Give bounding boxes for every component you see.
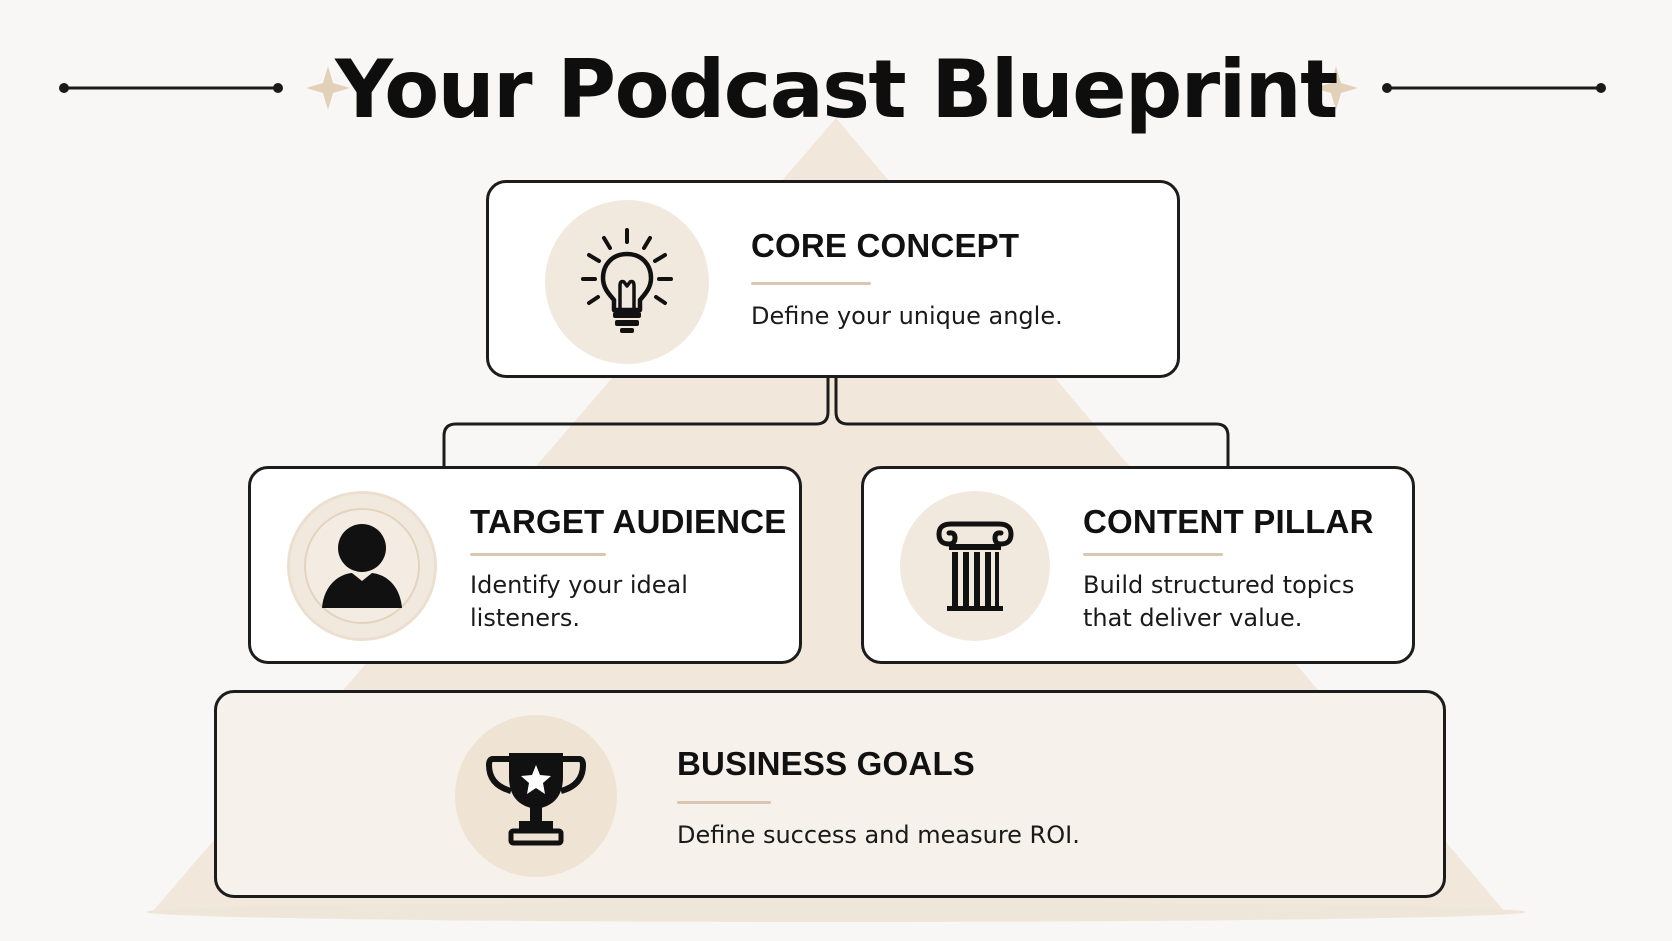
business-goals-card: BUSINESS GOALS Define success and measur… [214, 690, 1446, 898]
core-concept-description: Define your unique angle. [751, 302, 1063, 330]
page-title: Your Podcast Blueprint [335, 43, 1338, 136]
business-goals-description: Define success and measure ROI. [677, 821, 1080, 849]
core-concept-icon-circle [545, 200, 709, 364]
content-pillar-underline [1083, 553, 1223, 556]
business-goals-underline [677, 801, 771, 804]
target-audience-title: TARGET AUDIENCE [470, 503, 787, 540]
person-icon [322, 524, 402, 608]
target-audience-underline [470, 553, 606, 556]
core-concept-title: CORE CONCEPT [751, 227, 1020, 264]
content-pillar-icon-circle [900, 491, 1050, 641]
content-pillar-description: Build structured topics that deliver val… [1083, 571, 1355, 632]
target-audience-description: Identify your ideal listeners. [470, 571, 688, 632]
sparkle-right-icon [1314, 66, 1358, 110]
target-audience-card: TARGET AUDIENCE Identify your ideal list… [248, 466, 802, 664]
connector-lines [442, 376, 1230, 470]
content-pillar-title: CONTENT PILLAR [1083, 503, 1374, 540]
lightbulb-icon [581, 228, 673, 333]
content-pillar-card: CONTENT PILLAR Build structured topics t… [861, 466, 1415, 664]
core-concept-underline [751, 282, 871, 285]
title-right-line [1382, 83, 1606, 93]
core-concept-card: CORE CONCEPT Define your unique angle. [486, 180, 1180, 378]
business-goals-icon-circle [455, 715, 617, 877]
business-goals-title: BUSINESS GOALS [677, 745, 976, 782]
trophy-icon [485, 753, 587, 846]
sparkle-left-icon [306, 66, 350, 110]
target-audience-icon-circle [287, 491, 437, 641]
title-left-line [59, 83, 283, 93]
pillar-icon [936, 521, 1014, 611]
